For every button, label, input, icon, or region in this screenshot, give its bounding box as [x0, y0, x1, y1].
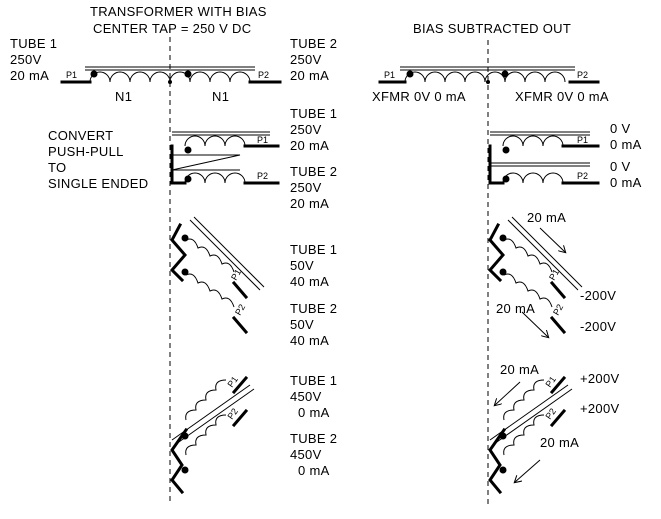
right-se-top-label: 0 V 0 mA [610, 121, 642, 152]
step-down-transformer: P1 P2 [169, 216, 265, 335]
step-up-transformer: P1 P2 [170, 374, 255, 495]
svg-text:P2: P2 [551, 302, 565, 317]
svg-text:TUBE 1: TUBE 1 [290, 106, 337, 121]
svg-text:0 mA: 0 mA [610, 175, 642, 190]
svg-text:40 mA: 40 mA [290, 333, 329, 348]
svg-text:CONVERT: CONVERT [48, 128, 113, 143]
left-title-line2: CENTER TAP = 250 V DC [93, 21, 251, 36]
svg-text:TUBE 2: TUBE 2 [290, 164, 337, 179]
svg-text:TUBE 1: TUBE 1 [10, 36, 57, 51]
down-current-bottom: 20 mA [496, 301, 535, 316]
up-voltage-1: +200V [580, 371, 619, 386]
svg-text:50V: 50V [290, 258, 314, 273]
svg-text:250V: 250V [290, 52, 322, 67]
svg-text:40 mA: 40 mA [290, 274, 329, 289]
right-single-ended-transformer: P1 P2 [488, 131, 600, 185]
svg-text:P2: P2 [233, 302, 247, 317]
svg-text:SINGLE ENDED: SINGLE ENDED [48, 176, 148, 191]
svg-text:P1: P1 [547, 267, 561, 282]
svg-text:0 V: 0 V [610, 159, 630, 174]
svg-text:TUBE 1: TUBE 1 [290, 373, 337, 388]
svg-text:0 mA: 0 mA [298, 405, 330, 420]
svg-text:P1: P1 [229, 267, 243, 282]
svg-text:TUBE 2: TUBE 2 [290, 36, 337, 51]
svg-text:450V: 450V [290, 389, 322, 404]
up-tube2-label: TUBE 2 450V 0 mA [290, 431, 337, 478]
svg-text:P2: P2 [258, 70, 269, 80]
svg-text:P2: P2 [577, 70, 588, 80]
up-voltage-2: +200V [580, 401, 619, 416]
svg-text:TUBE 1: TUBE 1 [290, 242, 337, 257]
right-push-pull-transformer: P1 P2 [378, 66, 600, 84]
up-current-bottom: 20 mA [540, 435, 579, 450]
right-title: BIAS SUBTRACTED OUT [413, 21, 571, 36]
single-ended-transformer: P1 P2 [170, 131, 280, 185]
n1-left-label: N1 [115, 89, 132, 104]
svg-text:250V: 250V [290, 122, 322, 137]
svg-text:20 mA: 20 mA [10, 68, 49, 83]
se-tube2-label: TUBE 2 250V 20 mA [290, 164, 337, 211]
svg-text:TUBE 2: TUBE 2 [290, 301, 337, 316]
down-current-top: 20 mA [527, 210, 566, 225]
svg-text:P1: P1 [66, 70, 77, 80]
convert-text: CONVERT PUSH-PULL TO SINGLE ENDED [48, 128, 148, 191]
svg-text:TUBE 2: TUBE 2 [290, 431, 337, 446]
svg-text:250V: 250V [290, 180, 322, 195]
tube2-top-label: TUBE 2 250V 20 mA [290, 36, 337, 83]
svg-text:P1: P1 [257, 135, 268, 145]
svg-text:P1: P1 [577, 135, 588, 145]
up-current-top: 20 mA [500, 362, 539, 377]
svg-text:TO: TO [48, 160, 66, 175]
svg-text:20 mA: 20 mA [290, 196, 329, 211]
n1-right-label: N1 [212, 89, 229, 104]
svg-text:P1: P1 [384, 70, 395, 80]
xfmr-left-label: XFMR 0V 0 mA [372, 89, 466, 104]
left-title-line1: TRANSFORMER WITH BIAS [90, 4, 267, 19]
down-tube1-label: TUBE 1 50V 40 mA [290, 242, 337, 289]
down-tube2-label: TUBE 2 50V 40 mA [290, 301, 337, 348]
svg-text:20 mA: 20 mA [290, 138, 329, 153]
svg-text:0 mA: 0 mA [610, 137, 642, 152]
tube1-top-label: TUBE 1 250V 20 mA [10, 36, 57, 83]
right-se-bottom-label: 0 V 0 mA [610, 159, 642, 190]
svg-text:0 V: 0 V [610, 121, 630, 136]
svg-text:250V: 250V [10, 52, 42, 67]
se-tube1-label: TUBE 1 250V 20 mA [290, 106, 337, 153]
svg-text:PUSH-PULL: PUSH-PULL [48, 144, 124, 159]
up-tube1-label: TUBE 1 450V 0 mA [290, 373, 337, 420]
down-voltage-2: -200V [580, 319, 616, 334]
svg-text:50V: 50V [290, 317, 314, 332]
right-step-up-transformer: P1 P2 [488, 374, 573, 495]
svg-text:0 mA: 0 mA [298, 463, 330, 478]
xfmr-right-label: XFMR 0V 0 mA [515, 89, 609, 104]
svg-text:20 mA: 20 mA [290, 68, 329, 83]
push-pull-transformer: P1 P2 [60, 66, 282, 84]
down-voltage-1: -200V [580, 288, 616, 303]
svg-text:P2: P2 [257, 171, 268, 181]
right-step-down-transformer: P1 P2 [487, 216, 583, 337]
svg-text:P2: P2 [577, 171, 588, 181]
svg-text:450V: 450V [290, 447, 322, 462]
